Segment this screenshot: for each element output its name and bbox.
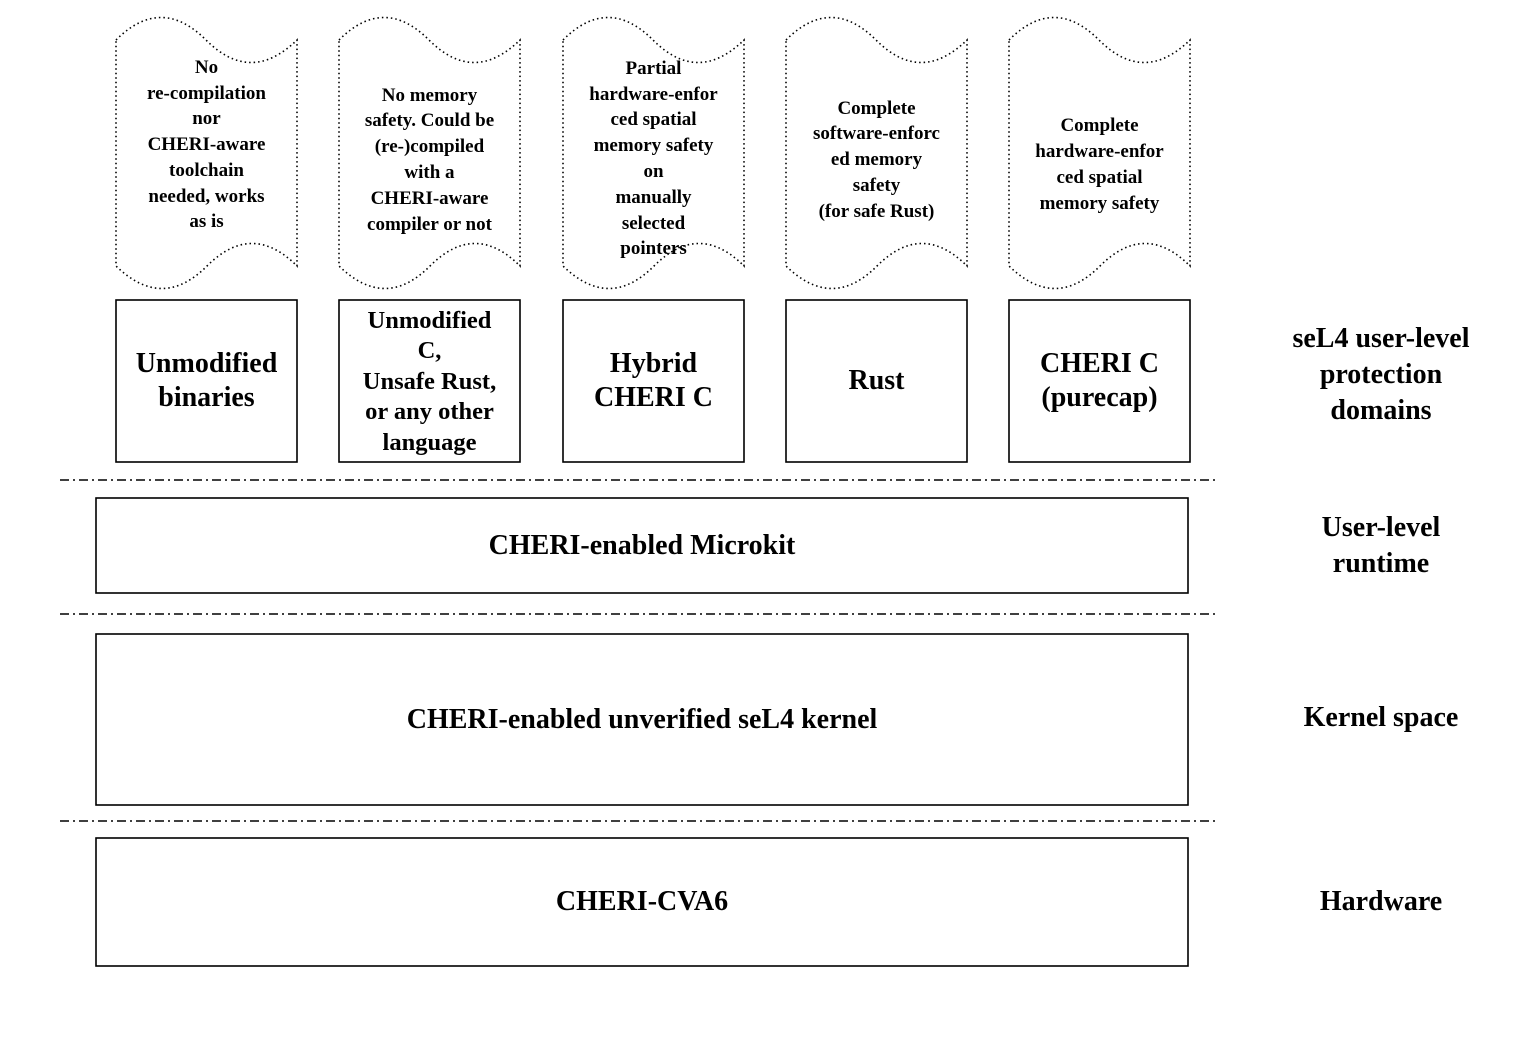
runtime-layer-label: CHERI-enabled Microkit	[488, 529, 796, 561]
note-text-3: Partial hardware-enfor ced spatial memor…	[589, 57, 718, 260]
language-label-3: Hybrid CHERI C	[593, 348, 713, 413]
runtime-layer-box	[95, 497, 1189, 594]
note-text-5: Complete hardware-enfor ced spatial memo…	[1035, 115, 1164, 214]
language-label-5: CHERI C (purecap)	[1039, 348, 1159, 413]
note-shape-4	[785, 16, 968, 290]
side-label-hardware: Hardware	[1319, 886, 1443, 917]
language-box-2	[338, 299, 521, 463]
note-shape-1	[115, 16, 298, 290]
language-label-2: Unmodified C, Unsafe Rust, or any other …	[362, 306, 497, 456]
side-label-protection-domains: seL4 user-level protection domains	[1292, 323, 1470, 426]
language-label-1: Unmodified binaries	[135, 348, 278, 413]
note-shape-2	[338, 16, 521, 290]
hardware-layer-label: CHERI-CVA6	[555, 886, 729, 917]
hardware-layer-box	[95, 837, 1189, 967]
note-shape-3	[562, 16, 745, 290]
language-box-3	[562, 299, 745, 463]
language-label-4: Rust	[848, 365, 905, 396]
kernel-layer-label: CHERI-enabled unverified seL4 kernel	[406, 703, 878, 735]
note-text-1: No re-compilation nor CHERI-aware toolch…	[147, 56, 266, 233]
language-box-5	[1008, 299, 1191, 463]
kernel-layer-box	[95, 633, 1189, 806]
language-box-4	[785, 299, 968, 463]
language-box-1	[115, 299, 298, 463]
side-label-runtime: User-level runtime	[1321, 512, 1441, 579]
note-text-4: Complete software-enforc ed memory safet…	[813, 97, 940, 222]
note-text-2: No memory safety. Could be (re-)compiled…	[364, 84, 495, 235]
side-label-kernel: Kernel space	[1303, 702, 1459, 733]
note-shape-5	[1008, 16, 1191, 290]
